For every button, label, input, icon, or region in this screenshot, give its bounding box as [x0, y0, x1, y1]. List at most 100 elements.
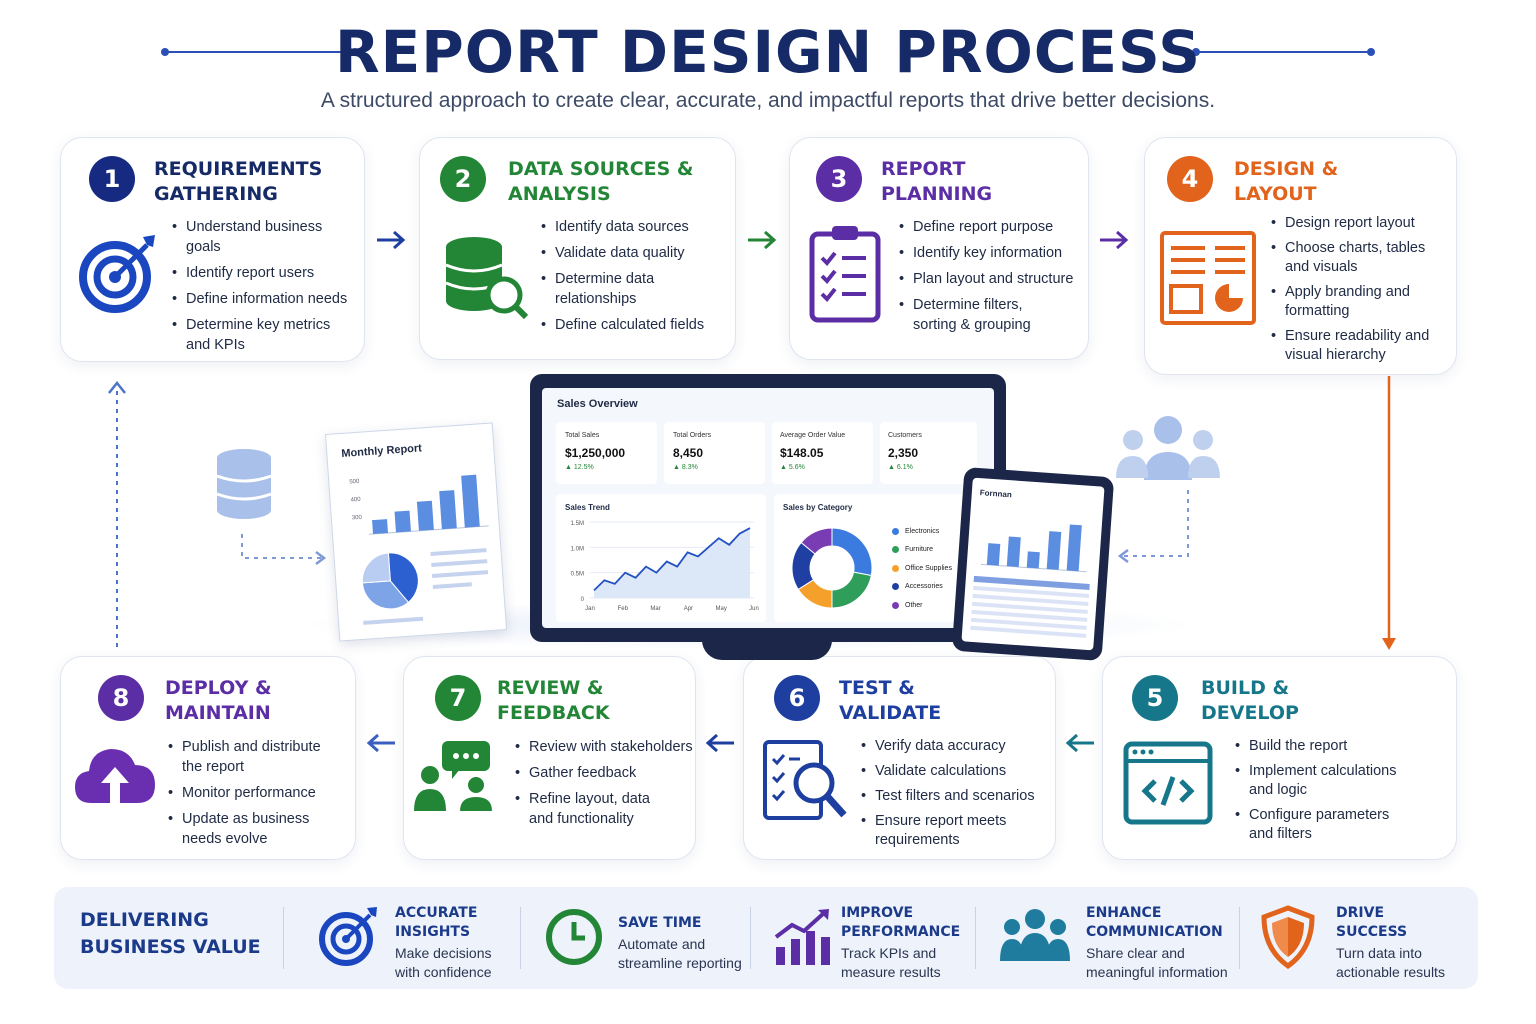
- tablet-device: Fornnan: [951, 466, 1115, 662]
- feedback-people-icon: [412, 739, 496, 818]
- bar: [1026, 551, 1040, 569]
- value-description: Turn data into actionable results: [1336, 945, 1445, 980]
- target-icon: [319, 907, 377, 966]
- value-heading: ACCURATE INSIGHTS: [395, 905, 478, 940]
- bullet-item: Monitor performance: [168, 783, 348, 803]
- x-tick-label: Mar: [650, 606, 660, 612]
- monthly-report-bar-chart: [369, 474, 489, 535]
- value-heading: IMPROVE PERFORMANCE: [841, 905, 961, 940]
- value-heading: ENHANCE COMMUNICATION: [1086, 905, 1223, 940]
- kpi-label: Total Sales: [565, 432, 600, 439]
- legend-label: Electronics: [905, 527, 940, 535]
- divider: [975, 907, 976, 969]
- kpi-change: ▲ 5.6%: [780, 464, 805, 471]
- bullet-item: Design report layout: [1271, 214, 1451, 233]
- step-card-6: 6 TEST & VALIDATE Verify data accuracy V…: [743, 656, 1056, 860]
- kpi-tile: Average Order Value $148.05 ▲ 5.6%: [772, 422, 873, 484]
- x-tick-label: Jan: [585, 606, 595, 612]
- step-card-2: 2 DATA SOURCES & ANALYSIS Identify data …: [419, 137, 736, 360]
- bar: [461, 474, 480, 528]
- bullet-item: Identify data sources: [541, 217, 731, 237]
- kpi-value: 8,450: [673, 446, 704, 460]
- kpi-change: ▲ 6.1%: [888, 464, 913, 471]
- bullet-item: Determine data relationships: [541, 269, 661, 309]
- placeholder-text-lines: [430, 548, 489, 589]
- donut-slice: [800, 527, 833, 555]
- value-description: Automate and streamline reporting: [618, 936, 742, 971]
- bullet-item: Define calculated fields: [541, 315, 731, 335]
- step-number-badge: 5: [1132, 675, 1178, 721]
- legend-item: Accessories: [892, 578, 984, 597]
- trend-area: [594, 528, 750, 598]
- flow-arrow-left-icon: [705, 733, 734, 753]
- divider: [520, 907, 521, 969]
- value-heading: DRIVE SUCCESS: [1336, 905, 1408, 940]
- bullet-item: Validate calculations: [861, 762, 1046, 781]
- bullet-item: Publish and distribute the report: [168, 737, 328, 777]
- bar: [1046, 531, 1062, 570]
- x-tick-label: Apr: [684, 606, 693, 612]
- monthly-report-title: Monthly Report: [340, 442, 423, 461]
- step-number-badge: 3: [816, 156, 862, 202]
- legend-label: Furniture: [905, 546, 934, 554]
- kpi-value: $1,250,000: [565, 446, 626, 460]
- monthly-report-document: Monthly Report 500 400 300: [324, 422, 508, 642]
- team-icon: [1000, 909, 1070, 961]
- bullet-item: Ensure report meets requirements: [861, 812, 1021, 850]
- monthly-report-ytick: 400: [350, 496, 361, 504]
- bullet-item: Implement calculations and logic: [1235, 762, 1405, 800]
- legend-label: Other: [905, 601, 923, 609]
- kpi-change: ▲ 12.5%: [565, 464, 594, 471]
- bullet-item: Review with stakeholders: [515, 737, 695, 757]
- kpi-value: $148.05: [780, 446, 824, 460]
- legend-swatch: [892, 527, 899, 535]
- value-description: Track KPIs and measure results: [841, 945, 941, 980]
- step-number-badge: 8: [98, 675, 144, 721]
- step-number-badge: 6: [774, 675, 820, 721]
- step-number-badge: 2: [440, 156, 486, 202]
- database-icon: [214, 448, 274, 527]
- database-search-icon: [444, 235, 530, 326]
- step-bullets: Identify data sources Validate data qual…: [541, 217, 731, 341]
- sales-category-donut-chart: [791, 527, 873, 609]
- bar: [986, 543, 1001, 566]
- dotted-connector-left-icon: [241, 534, 327, 565]
- title-decoration-right: [1192, 48, 1375, 56]
- monthly-report-ytick: 500: [349, 478, 360, 486]
- step-bullets: Verify data accuracy Validate calculatio…: [861, 737, 1046, 856]
- bullet-item: Determine key metrics and KPIs: [172, 315, 357, 355]
- x-tick-label: Feb: [618, 606, 629, 612]
- step-number-badge: 4: [1167, 156, 1213, 202]
- bar: [372, 519, 388, 535]
- step-card-7: 7 REVIEW & FEEDBACK Review with stakehol…: [403, 656, 696, 860]
- bullet-item: Validate data quality: [541, 243, 731, 263]
- y-tick-label: 0: [581, 597, 585, 603]
- y-tick-label: 0.5M: [571, 572, 584, 578]
- flow-arrow-right-icon: [377, 230, 406, 250]
- donut-slice: [831, 527, 873, 577]
- kpi-change: ▲ 8.3%: [673, 464, 698, 471]
- bullet-item: Configure parameters and filters: [1235, 806, 1395, 844]
- people-group-icon: [1116, 414, 1220, 489]
- step-bullets: Understand business goals Identify repor…: [172, 217, 357, 361]
- bullet-item: Update as business needs evolve: [168, 809, 318, 849]
- bar: [416, 500, 434, 531]
- tablet-bar-chart: [980, 524, 1087, 573]
- tablet-data-table: [970, 575, 1090, 638]
- bullet-item: Identify report users: [172, 263, 357, 283]
- legend-item: Furniture: [892, 541, 984, 560]
- bullet-item: Refine layout, data and functionality: [515, 789, 665, 829]
- flow-arrow-down-icon: [1382, 376, 1396, 650]
- dashboard-title: Sales Overview: [557, 398, 638, 410]
- tablet-screen: Fornnan: [961, 477, 1105, 651]
- legend-swatch: [892, 601, 899, 609]
- page-title: REPORT DESIGN PROCESS: [335, 18, 1201, 86]
- bullet-item: Plan layout and structure: [899, 269, 1084, 289]
- divider: [1239, 907, 1240, 969]
- title-decoration-left: [161, 48, 359, 56]
- divider: [750, 907, 751, 969]
- legend-label: Office Supplies: [905, 564, 952, 572]
- bar: [1066, 524, 1082, 572]
- monthly-report-ytick: 300: [351, 514, 363, 522]
